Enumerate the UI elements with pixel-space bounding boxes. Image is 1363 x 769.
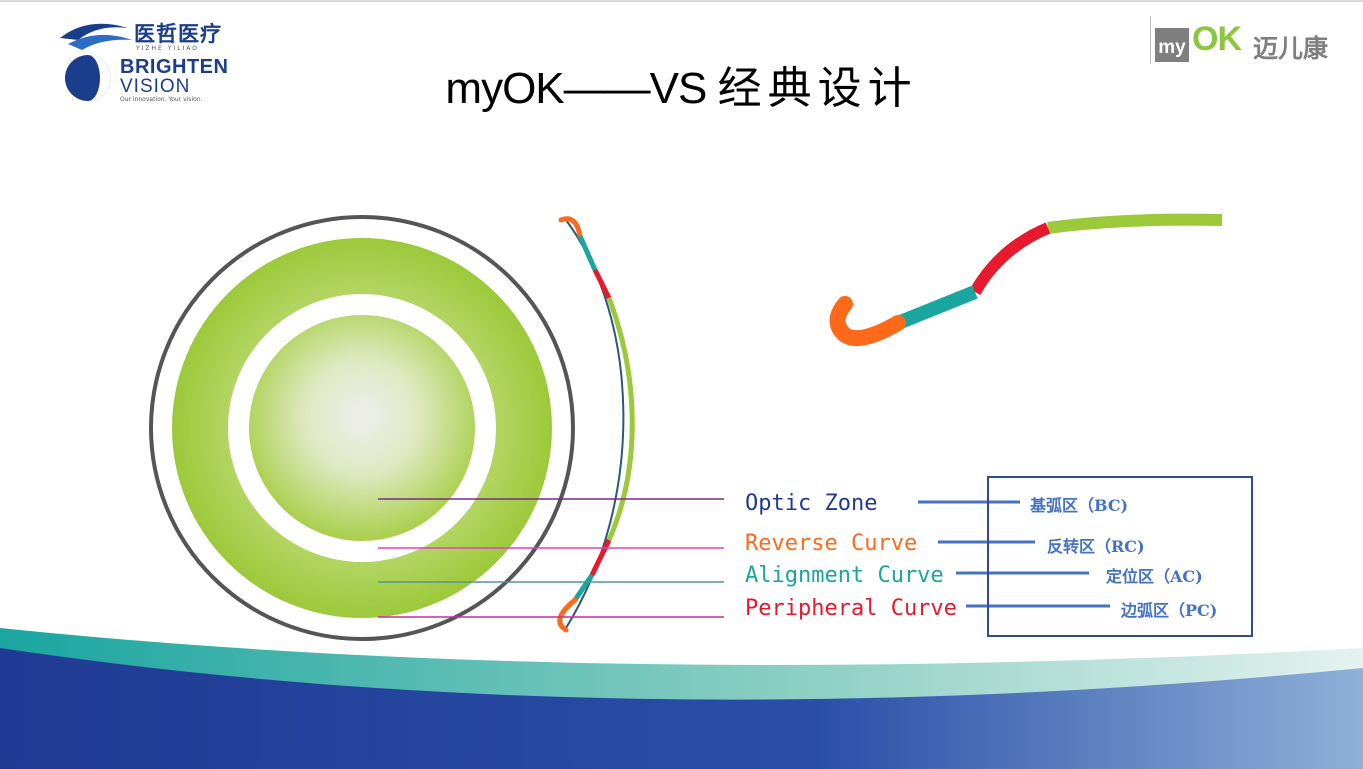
profile-pc — [829, 296, 906, 346]
page-title-cn: 经典设计 — [717, 63, 918, 114]
top-divider — [0, 0, 1363, 2]
logo-ok-text: OK — [1192, 20, 1242, 58]
cross-section-rc-top — [592, 268, 612, 300]
profile-rc — [969, 222, 1051, 296]
label-optic-zone: Optic Zone — [745, 491, 878, 516]
logo-pinyin: YIZHE YILIAO — [136, 45, 200, 52]
brighten-vision-logo: 医哲医疗 YIZHE YILIAO BRIGHTEN VISION Our in… — [58, 14, 248, 106]
logo-tagline: Our innovation. Your vision. — [120, 96, 203, 103]
label-reverse-curve: Reverse Curve — [745, 531, 918, 556]
profile-ac — [895, 285, 978, 330]
label-peripheral-curve: Peripheral Curve — [745, 596, 957, 621]
logo-divider — [1150, 16, 1151, 64]
cn-label-box — [987, 476, 1253, 637]
logo-brand-line1: BRIGHTEN — [120, 56, 229, 78]
cross-section-pc-top — [558, 216, 583, 239]
optic-zone-circle — [249, 315, 475, 541]
cross-section-rc-bottom — [589, 538, 612, 577]
cross-section-ac-top — [577, 234, 598, 272]
profile-bc — [1047, 213, 1223, 234]
logo-right-cn-name: 迈儿康 — [1253, 34, 1329, 63]
page-title-en: myOK——VS — [445, 64, 707, 113]
logo-brand-line2: VISION — [120, 76, 191, 97]
myok-logo: my OK 迈儿康 — [1150, 14, 1350, 66]
cn-label-rc: 反转区（RC) — [1047, 537, 1145, 556]
cn-label-bc: 基弧区（BC) — [1030, 496, 1129, 515]
cn-label-pc: 边弧区（PC) — [1121, 601, 1218, 620]
logo-my-badge: my — [1155, 28, 1189, 62]
eye-swoosh-icon — [60, 23, 132, 101]
cross-section-bc — [606, 297, 635, 542]
page-title: myOK——VS 经典设计 — [0, 52, 1363, 116]
logo-cn-name: 医哲医疗 — [134, 22, 222, 46]
cross-section-ac-bottom — [572, 573, 595, 602]
label-alignment-curve: Alignment Curve — [745, 563, 944, 588]
cn-label-ac: 定位区（AC) — [1106, 567, 1203, 586]
bottom-wave-blue — [0, 648, 1363, 769]
